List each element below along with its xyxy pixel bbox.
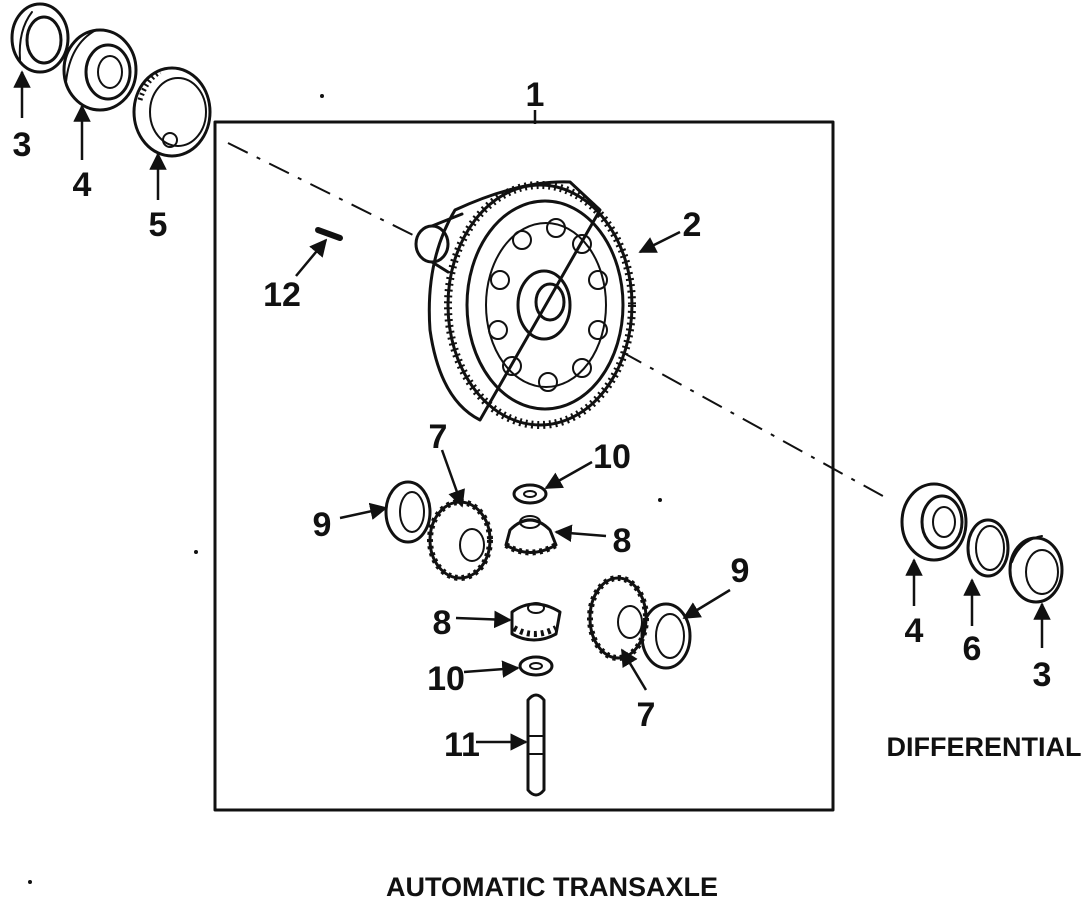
side-gear-lower-icon <box>587 575 649 661</box>
pinion-gear-lower-icon <box>510 602 562 642</box>
bearing-right-icon <box>900 482 968 562</box>
leader-10-lower <box>463 660 520 678</box>
callout-10-lower: 10 <box>427 660 465 698</box>
callout-6: 6 <box>963 630 982 668</box>
differential-case-icon <box>414 180 636 429</box>
pinion-gear-upper-icon <box>504 515 558 556</box>
leader-7-lower <box>620 648 648 691</box>
callout-9-left: 9 <box>313 506 332 544</box>
callout-3-left: 3 <box>13 126 32 164</box>
leader-2 <box>638 230 681 254</box>
bearing-race-left-icon <box>10 2 70 74</box>
pinion-shaft-icon <box>526 693 546 797</box>
callout-8-upper: 8 <box>613 522 632 560</box>
assembly-frame <box>213 120 835 812</box>
callout-8-lower: 8 <box>433 604 452 642</box>
leader-8-upper <box>554 524 607 542</box>
callout-4-left: 4 <box>73 166 92 204</box>
callout-7-lower: 7 <box>637 696 656 734</box>
callout-2: 2 <box>683 206 702 244</box>
callout-10-upper: 10 <box>593 438 631 476</box>
ring-gear-shim-icon <box>132 66 212 158</box>
shim-icon <box>966 518 1010 578</box>
speck <box>194 550 198 554</box>
speck <box>658 498 662 502</box>
speck <box>320 94 324 98</box>
leader-10-upper <box>544 460 593 490</box>
side-gear-upper-icon <box>427 499 493 581</box>
thrust-washer-right-icon <box>640 602 692 670</box>
callout-5: 5 <box>149 206 168 244</box>
washer-lower-icon <box>518 655 554 677</box>
leader-12 <box>295 238 328 277</box>
bearing-left-icon <box>62 28 138 112</box>
axis-line-upper <box>227 142 416 237</box>
caption-differential: DIFFERENTIAL <box>887 732 1082 762</box>
leader-8-lower <box>455 610 512 629</box>
axis-line-lower <box>621 351 891 501</box>
leader-9-right <box>682 588 731 620</box>
callout-11: 11 <box>444 726 480 764</box>
bearing-race-right-icon <box>1008 535 1064 604</box>
callout-9-right: 9 <box>731 552 750 590</box>
speck <box>28 880 32 884</box>
caption-automatic-transaxle: AUTOMATIC TRANSAXLE <box>386 872 718 902</box>
callout-4-right: 4 <box>905 612 924 650</box>
leader-9-left <box>339 502 388 520</box>
callout-12: 12 <box>263 276 301 314</box>
thrust-washer-left-icon <box>384 480 432 544</box>
callout-7-upper: 7 <box>429 418 448 456</box>
washer-upper-icon <box>512 483 548 505</box>
pin-12-icon <box>315 227 343 241</box>
callout-3-right: 3 <box>1033 656 1052 694</box>
callout-1: 1 <box>526 76 545 114</box>
leader-7-upper <box>440 449 465 508</box>
